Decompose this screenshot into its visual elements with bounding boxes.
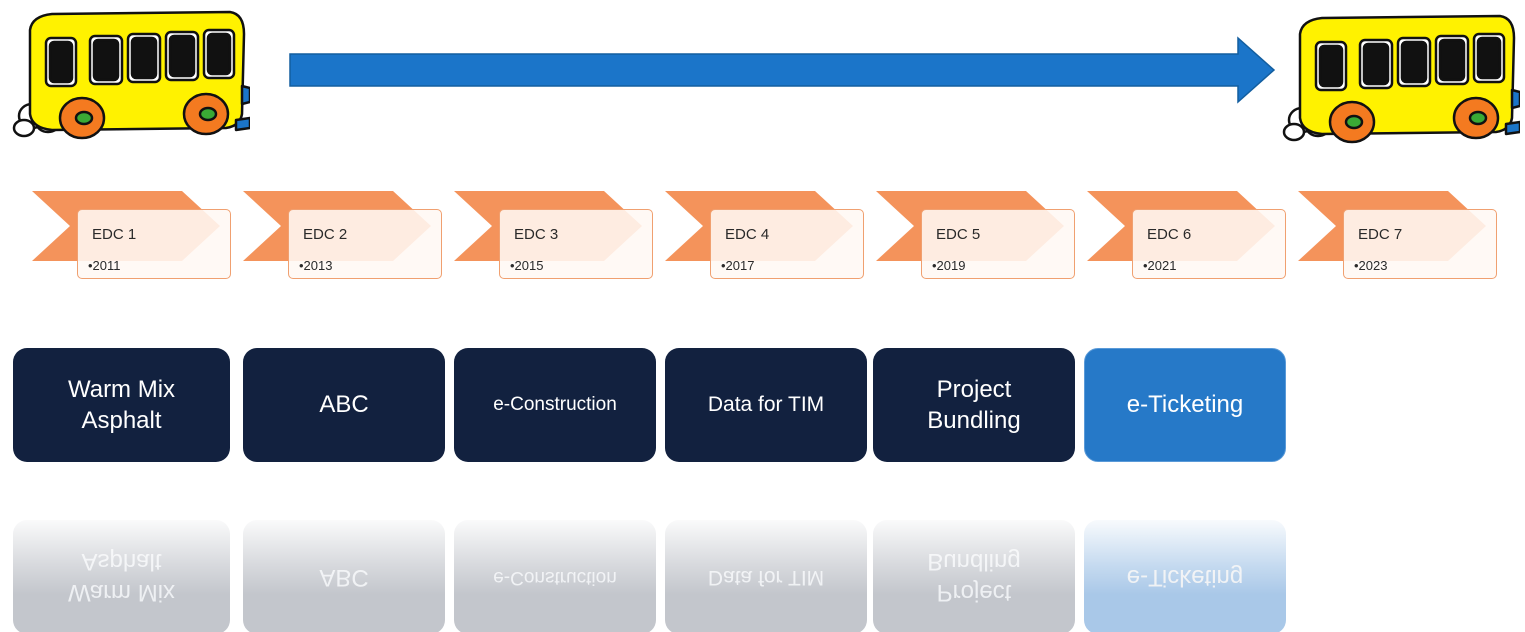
edc-label: EDC 1 <box>92 226 137 243</box>
edc-box: EDC 6 •2021 <box>1132 209 1286 279</box>
edc-box: EDC 7 •2023 <box>1343 209 1497 279</box>
edc-label: EDC 4 <box>725 226 770 243</box>
school-bus-right-icon <box>1282 14 1520 144</box>
edc-5-step: EDC 5 •2019 <box>876 191 1088 281</box>
edc-label: EDC 5 <box>936 226 981 243</box>
edc-year: •2019 <box>932 258 966 273</box>
edc-3-step: EDC 3 •2015 <box>454 191 666 281</box>
edc-2-step: EDC 2 •2013 <box>243 191 455 281</box>
initiative-tile: Data for TIM <box>665 348 867 462</box>
edc-4-step: EDC 4 •2017 <box>665 191 877 281</box>
edc-year: •2023 <box>1354 258 1388 273</box>
edc-year: •2021 <box>1143 258 1177 273</box>
initiative-tile: ABC <box>243 348 445 462</box>
initiative-tile: e-Ticketing <box>1084 348 1286 462</box>
edc-year: •2017 <box>721 258 755 273</box>
edc-label: EDC 3 <box>514 226 559 243</box>
progress-arrow <box>289 36 1276 104</box>
edc-box: EDC 5 •2019 <box>921 209 1075 279</box>
edc-box: EDC 3 •2015 <box>499 209 653 279</box>
initiative-tile: Project Bundling <box>873 348 1075 462</box>
edc-year: •2013 <box>299 258 333 273</box>
edc-box: EDC 4 •2017 <box>710 209 864 279</box>
edc-label: EDC 6 <box>1147 226 1192 243</box>
edc-6-step: EDC 6 •2021 <box>1087 191 1299 281</box>
edc-label: EDC 2 <box>303 226 348 243</box>
edc-label: EDC 7 <box>1358 226 1403 243</box>
initiative-tile: Warm Mix Asphalt <box>13 348 230 462</box>
edc-box: EDC 2 •2013 <box>288 209 442 279</box>
initiative-tile: e-Construction <box>454 348 656 462</box>
edc-1-step: EDC 1 •2011 <box>32 191 244 281</box>
edc-year: •2015 <box>510 258 544 273</box>
school-bus-left-icon <box>12 10 250 140</box>
edc-year: •2011 <box>88 258 121 273</box>
edc-box: EDC 1 •2011 <box>77 209 231 279</box>
edc-7-step: EDC 7 •2023 <box>1298 191 1510 281</box>
